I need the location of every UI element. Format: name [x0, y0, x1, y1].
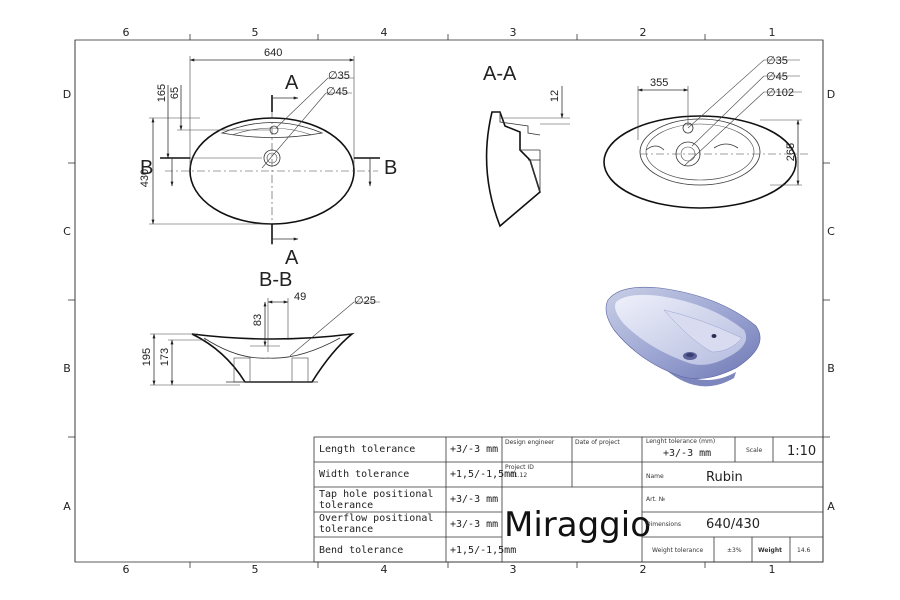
dim-83: 83 [252, 314, 264, 326]
project-id-value: 01.12 [510, 472, 527, 479]
section-b-marker-right: B [384, 157, 397, 179]
grid-col-label: 6 [123, 26, 130, 39]
top-view: 640 430 165 65 ∅35 ∅45 A A B B [139, 47, 397, 269]
tol-label-tap-hole-line1: Tap hole positional [319, 489, 433, 500]
render-tap-deck [663, 309, 743, 353]
tol-label-overflow-line2: tolerance [319, 524, 373, 535]
grid-row-labels-left: D C B A [63, 88, 71, 513]
grid-col-label: 4 [381, 26, 388, 39]
tol-value-overflow: +3/-3 mm [450, 519, 498, 530]
name-label: Name [646, 473, 664, 480]
section-aa-profile [485, 111, 541, 228]
grid-row-label: C [63, 225, 71, 238]
grid-row-label: D [827, 88, 835, 101]
grid-col-label: 2 [640, 26, 647, 39]
tol-label-overflow-line1: Overflow positional [319, 513, 433, 524]
hole-35-label: ∅35 [328, 70, 350, 82]
scale-label: Scale [746, 447, 762, 454]
grid-col-label: 5 [252, 26, 259, 39]
basin-outline-right [603, 115, 797, 209]
weight-tol-label: Weight tolerance [652, 547, 703, 554]
date-of-project-label: Date of project [575, 439, 620, 446]
section-bb-view: B-B 49 ∅25 83 195 173 [141, 269, 380, 386]
grid-col-label: 5 [252, 563, 259, 576]
grid-column-labels-bottom: 6 5 4 3 2 1 [123, 563, 776, 576]
weight-label: Weight [758, 547, 782, 554]
dim-173: 173 [159, 348, 171, 366]
dim-12: 12 [549, 90, 561, 102]
project-id-label: Project ID [505, 464, 534, 471]
dim-65: 65 [169, 87, 181, 99]
grid-col-label: 2 [640, 563, 647, 576]
section-bb-title: B-B [259, 269, 292, 291]
scale-value: 1:10 [787, 444, 816, 459]
section-aa-title: A-A [483, 63, 517, 85]
tol-label-bend: Bend tolerance [319, 545, 403, 556]
grid-row-label: B [827, 362, 835, 375]
grid-col-label: 1 [769, 26, 776, 39]
tol-label-tap-hole-line2: tolerance [319, 500, 373, 511]
dim-49: 49 [294, 291, 306, 303]
grid-row-label: A [63, 500, 71, 513]
grid-col-label: 4 [381, 563, 388, 576]
length-tol-value: +3/-3 mm [663, 448, 711, 459]
dim-width: 640 [264, 47, 282, 59]
dim-355: 355 [650, 77, 668, 89]
grid-row-label: C [827, 225, 835, 238]
dim-195: 195 [141, 348, 153, 366]
brand-logo: Miraggio [504, 505, 651, 545]
grid-column-labels-top: 6 5 4 3 2 1 [123, 26, 776, 39]
hole-102-label-right: ∅102 [766, 87, 794, 99]
weight-tol-value: ±3% [727, 547, 742, 554]
sheet-frame [68, 34, 830, 568]
art-label: Art. № [646, 496, 665, 503]
tol-value-tap-hole: +3/-3 mm [450, 494, 498, 505]
hole-45-label-right: ∅45 [766, 71, 788, 83]
grid-col-label: 3 [510, 26, 517, 39]
grid-row-label: B [63, 362, 71, 375]
design-engineer-label: Design engineer [505, 439, 555, 446]
dimensions-value: 640/430 [706, 517, 760, 532]
grid-col-label: 6 [123, 563, 130, 576]
grid-col-label: 3 [510, 563, 517, 576]
tol-label-length: Length tolerance [319, 444, 415, 455]
dim-265: 265 [785, 143, 797, 161]
grid-row-label: D [63, 88, 71, 101]
length-tol-label: Lenght tolerance (mm) [646, 438, 715, 445]
tol-value-width: +1,5/-1,5mm [450, 469, 516, 480]
right-top-view: 355 265 ∅35 ∅45 ∅102 [603, 55, 810, 209]
dim-165: 165 [156, 84, 168, 102]
grid-col-label: 1 [769, 563, 776, 576]
dimensions-label: Dimensions [646, 521, 681, 528]
section-b-marker-left: B [140, 157, 153, 179]
section-a-marker-bottom: A [285, 247, 299, 269]
grid-row-labels-right: D C B A [827, 88, 835, 513]
basin-3d-render [605, 286, 761, 387]
hole-35-label-right: ∅35 [766, 55, 788, 67]
section-a-marker-top: A [285, 72, 299, 94]
hole-25-label: ∅25 [354, 295, 376, 307]
section-aa-view: A-A 12 [483, 63, 570, 228]
name-value: Rubin [706, 470, 743, 485]
weight-value: 14.6 [797, 547, 811, 554]
dim-height: 430 [139, 169, 151, 187]
section-bb-profile [191, 332, 355, 383]
tol-value-bend: +1,5/-1,5mm [450, 545, 516, 556]
tap-deck [220, 122, 324, 138]
tol-value-length: +3/-3 mm [450, 444, 498, 455]
title-block: Length tolerance +3/-3 mm Width toleranc… [313, 436, 824, 563]
hole-45-label: ∅45 [326, 86, 348, 98]
tol-label-width: Width tolerance [319, 469, 409, 480]
grid-row-label: A [827, 500, 835, 513]
